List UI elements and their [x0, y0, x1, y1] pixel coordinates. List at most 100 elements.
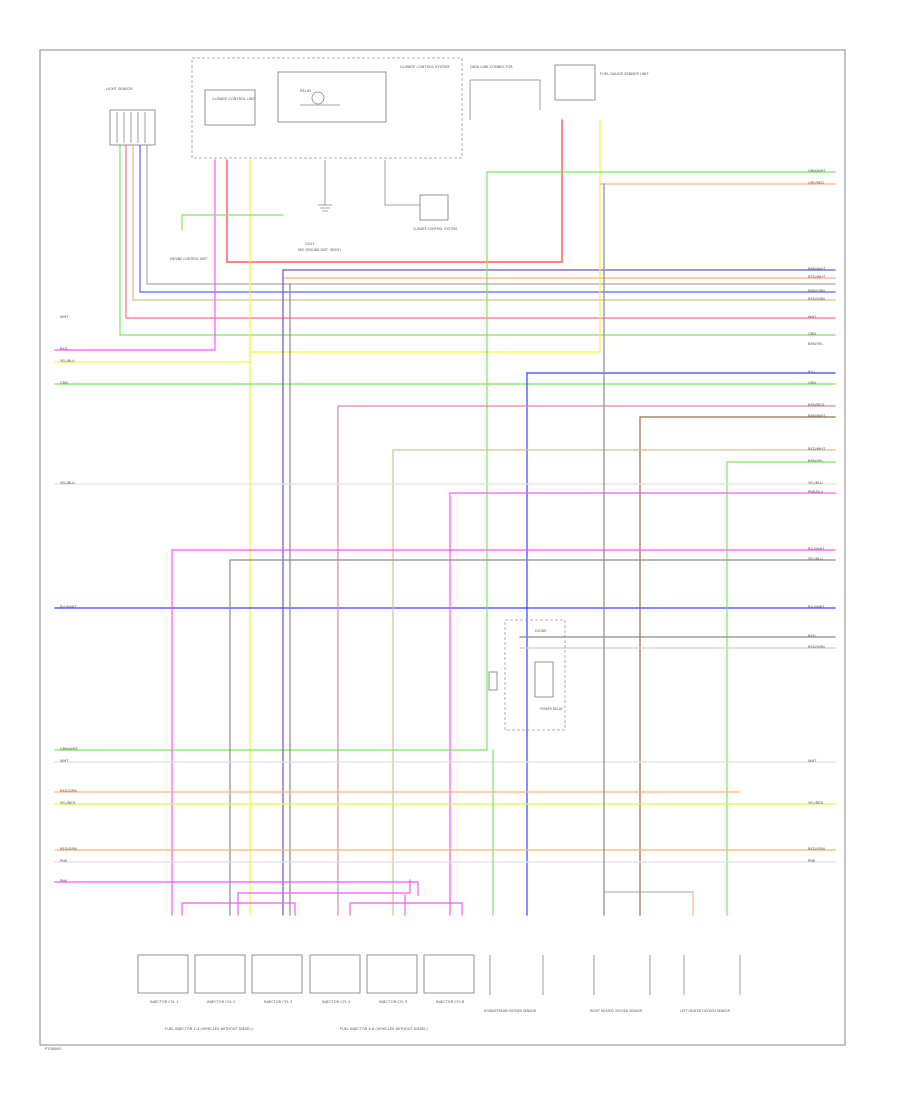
injector-label: INJECTOR CYL 3 [264, 1000, 292, 1004]
connector-mid [419, 194, 449, 221]
distribution-label: ENGINE CONTROL UNIT [170, 257, 207, 261]
wire-brown-1 [337, 405, 836, 916]
injector-group-left-label: FUEL INJECTOR 4-6 (VEHICLES WITHOUT DIES… [340, 1027, 428, 1031]
wire-green-climate [181, 214, 284, 231]
injector-label: INJECTOR CYL 6 [436, 1000, 465, 1004]
injector-2 [194, 954, 246, 994]
wire-gray-left [146, 144, 836, 285]
diagnostic-label: DATA LINK CONNECTOR [470, 65, 513, 69]
footer-code: PT08060 [45, 1047, 62, 1051]
right-label: BLU/WHT [808, 605, 825, 609]
wire-magenta-feed-c [349, 902, 463, 916]
relay-mid-coil [534, 661, 554, 698]
right-label: GRN [808, 332, 816, 336]
left-label: BLU/WHT [60, 605, 77, 609]
ground-top-note: SEE GROUND DIST. (BODY) [298, 248, 341, 252]
wire-gray-long [229, 559, 836, 916]
right-label: YEL/RED [808, 801, 823, 805]
right-label: YEL/BLU [808, 481, 823, 485]
right-label: BLU [808, 370, 815, 374]
left-label: WHT [60, 315, 69, 319]
left-label: GRN [60, 381, 68, 385]
wire-magenta-mid [449, 492, 836, 916]
sensors: DOWNSTREAM OXYGEN SENSOR RIGHT HEATED OX… [484, 955, 741, 1013]
right-label: RED/WHT [808, 447, 826, 451]
right-label: BRN/RED [808, 403, 825, 407]
left-connector [109, 109, 156, 146]
sensor-1-label: DOWNSTREAM OXYGEN SENSOR [484, 1009, 537, 1013]
right-label: RED/GRN [808, 645, 825, 649]
injectors: INJECTOR CYL 1 INJECTOR CYL 2 INJECTOR C… [137, 954, 475, 1031]
control-module-box [204, 89, 256, 126]
wire-tan-mid [392, 449, 836, 916]
left-label: GRN/WHT [60, 747, 78, 751]
left-connector-label: LIGHT SENSOR [106, 87, 133, 91]
left-label: PNK [60, 879, 68, 883]
right-label: YEL/BLU [808, 557, 823, 561]
relay-label: RELAY [300, 89, 312, 93]
right-label: RED [808, 634, 816, 638]
wire-yellow-fuse [249, 119, 601, 353]
injector-1 [137, 954, 189, 994]
ground-top-label: G101 [305, 242, 315, 246]
diode-label: DIODE [535, 629, 547, 633]
left-label: RED/GRN [60, 789, 77, 793]
injector-6 [423, 954, 475, 994]
right-label: WHT [808, 315, 817, 319]
top-components: LIGHT SENSOR CLIMATE CONTROL UNIT RELAY … [106, 57, 649, 261]
relay-mid-region [504, 619, 566, 731]
injector-3 [251, 954, 303, 994]
left-label: YEL/RED [60, 801, 75, 805]
wire-green-left [119, 144, 836, 336]
left-label: WHT [60, 759, 69, 763]
sensor-2-body [593, 955, 651, 995]
right-wire-labels: GRN/WHT GRY/RED BRN/WHT RED/WHT BRN/GRN … [808, 169, 826, 863]
wire-green-topright [54, 171, 836, 751]
right-label: PNK [808, 859, 816, 863]
wires [54, 119, 836, 916]
right-label: BRN/YEL [808, 459, 823, 463]
control-module-region [191, 57, 463, 159]
right-label: BLU/WHT [808, 547, 825, 551]
left-label: PNK [60, 859, 68, 863]
wire-red-loop [226, 119, 563, 263]
injector-group-right-label: FUEL INJECTOR 1-3 (VEHICLES WITHOUT DIES… [165, 1027, 253, 1031]
right-label: BRN/YEL [808, 342, 823, 346]
left-wire-labels: WHT RED YEL/BLU GRN YEL/BLU BLU/WHT GRN/… [60, 315, 78, 883]
ground-top [318, 160, 332, 212]
injector-label: INJECTOR CYL 4 [322, 1000, 351, 1004]
right-label: GRN/WHT [808, 169, 826, 173]
injector-label: INJECTOR CYL 1 [150, 1000, 178, 1004]
wire-magenta-feed-b [237, 879, 411, 916]
fuse-panel [554, 64, 596, 101]
wire-blue-left [139, 144, 836, 293]
injector-label: INJECTOR CYL 5 [379, 1000, 407, 1004]
right-label: RED/GRN [808, 847, 825, 851]
fuse-panel-label: FUEL GAUGE SENDER UNIT [600, 72, 649, 76]
connector-green-small [488, 671, 498, 691]
left-label: YEL/BLU [60, 481, 75, 485]
wire-pink-left [125, 144, 836, 319]
control-module-label: CLIMATE CONTROL UNIT [212, 97, 257, 101]
connector-mid-label: CLIMATE CONTROL SYSTEM [413, 227, 457, 231]
sensor-1-body [489, 955, 544, 995]
sensor-3-body [683, 955, 741, 995]
climate-note: CLIMATE CONTROL SYSTEM [400, 65, 449, 69]
wire-yellow-long [54, 159, 251, 363]
wire-tan-left [132, 144, 836, 301]
wire-green-mid [726, 461, 836, 916]
wire-brown-2 [639, 416, 836, 916]
right-label: BRN/GRN [808, 289, 825, 293]
relay-box [277, 71, 387, 123]
injector-4 [309, 954, 361, 994]
right-label: GRN [808, 381, 816, 385]
right-label: GRY/RED [808, 181, 824, 185]
right-label: PNK/BLU [808, 490, 824, 494]
injector-5 [366, 954, 418, 994]
diagram-frame [39, 49, 846, 1046]
right-label: WHT [808, 759, 817, 763]
right-label: RED/GRN [808, 297, 825, 301]
wire-red-left [54, 159, 216, 351]
relay-mid-label: POWER RELAY [540, 707, 563, 711]
